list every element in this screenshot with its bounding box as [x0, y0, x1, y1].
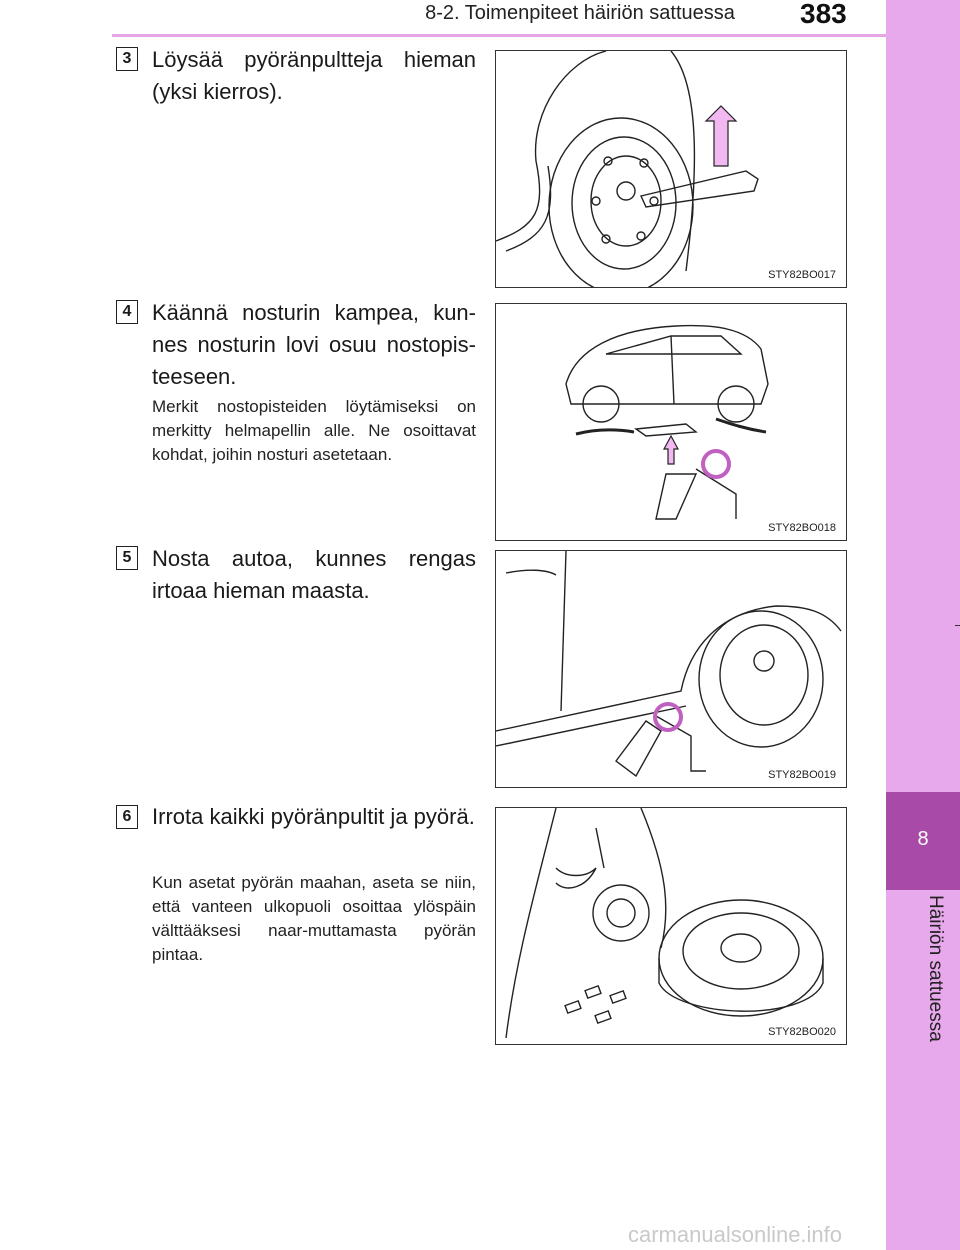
- step-instruction: Nosta autoa, kunnes rengas irtoaa hieman…: [152, 546, 476, 603]
- step-note: Merkit nostopisteiden löytämiseksi on me…: [152, 397, 476, 464]
- chapter-number: 8: [917, 828, 929, 850]
- header-rule: [112, 34, 886, 37]
- figure-remove-wheel: STY82BO020: [495, 807, 847, 1045]
- watermark: carmanualsonline.info: [628, 1222, 843, 1247]
- section-title: 8-2. Toimenpiteet häiriön sattuessa: [425, 2, 735, 24]
- step-number-badge: 4: [116, 300, 138, 324]
- step-note: Kun asetat pyörän maahan, aseta se niin,…: [152, 873, 476, 964]
- wheel-wrench-illustration: [496, 51, 759, 287]
- wheel-removed-illustration: [505, 808, 824, 1039]
- chapter-title: Häiriön sattuessa: [925, 895, 946, 1042]
- chapter-number-box: [886, 792, 960, 890]
- step-number-badge: 6: [116, 805, 138, 829]
- figure-code: STY82BO020: [768, 1026, 836, 1038]
- raised-car-illustration: [496, 551, 842, 778]
- figure-code: STY82BO017: [768, 269, 836, 281]
- chapter-side-tab: 8 Häiriön sattuessa: [886, 0, 960, 1250]
- figure-raise-car: STY82BO019: [495, 550, 847, 788]
- step-number-badge: 3: [116, 47, 138, 71]
- step-instruction: Käännä nosturin kampea, kun-nes nosturin…: [152, 300, 476, 389]
- figure-code: STY82BO018: [768, 522, 836, 534]
- figure-code: STY82BO019: [768, 769, 836, 781]
- page-number: 383: [800, 0, 847, 29]
- step-instruction: Löysää pyöränpultteja hieman (yksi kierr…: [152, 47, 476, 104]
- edge-tick: [955, 625, 960, 626]
- car-jack-illustration: [565, 324, 769, 520]
- step-number-badge: 5: [116, 546, 138, 570]
- step-instruction: Irrota kaikki pyöränpultit ja pyörä.: [152, 804, 475, 829]
- figure-loosen-nuts: STY82BO017: [495, 50, 847, 288]
- figure-jack-position: STY82BO018: [495, 303, 847, 541]
